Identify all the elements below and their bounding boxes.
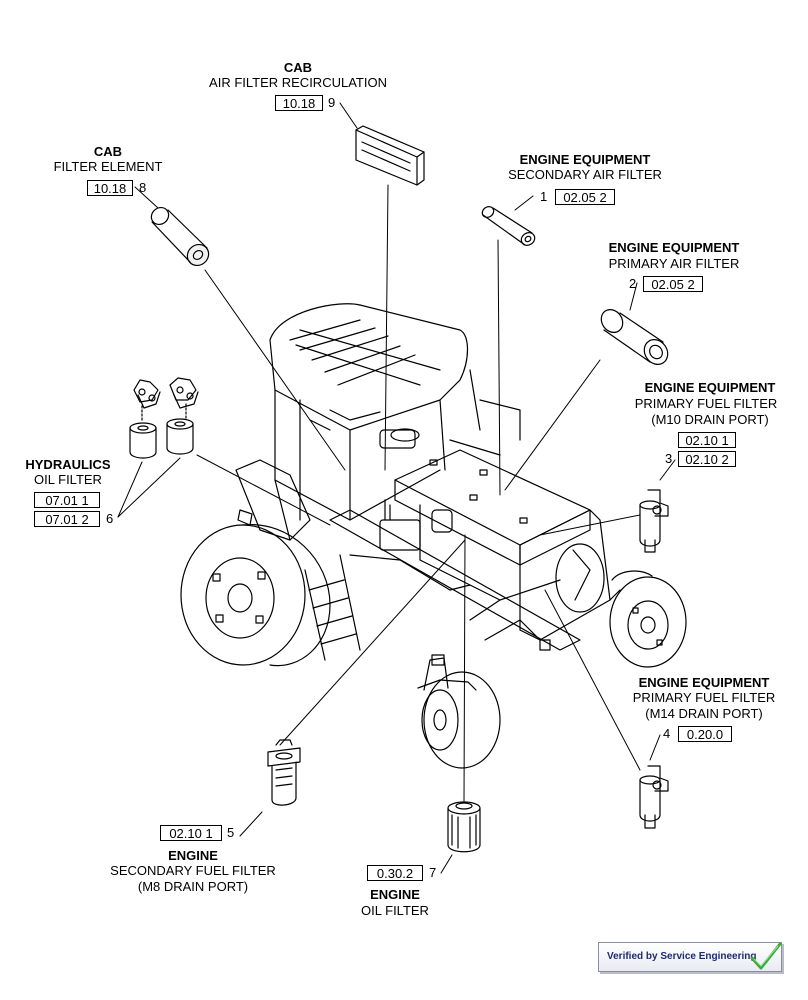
callout-4-item-number: 4 <box>663 726 671 741</box>
rear-radiator <box>519 509 621 651</box>
engine-hood <box>379 449 591 601</box>
primary-air-filter <box>600 309 669 365</box>
callout-9-item-number: 9 <box>328 95 336 110</box>
callout-7-item-number: 7 <box>429 865 437 880</box>
callout-1-reference[interactable]: 02.05 2 <box>555 189 615 205</box>
callout-7-reference[interactable]: 0.30.2 <box>367 865 423 881</box>
callout-4-title: ENGINE EQUIPMENT <box>638 675 770 690</box>
cab-ladder <box>304 554 361 661</box>
callout-5-drain-port: (M8 DRAIN PORT) <box>137 879 249 894</box>
callout-6-item-number: 6 <box>106 511 114 526</box>
callout-6-reference-2[interactable]: 07.01 2 <box>34 511 100 527</box>
right-drive-wheel <box>609 570 687 668</box>
callout-3-title: ENGINE EQUIPMENT <box>644 380 776 395</box>
callout-3-description: PRIMARY FUEL FILTER <box>634 396 778 411</box>
recirculation-air-filter <box>355 125 425 186</box>
callout-5-description: SECONDARY FUEL FILTER <box>110 863 276 878</box>
engine-oil-filter <box>447 801 481 853</box>
secondary-air-filter <box>481 206 536 246</box>
callout-6-title: HYDRAULICS <box>25 457 111 472</box>
hydraulic-oil-filters <box>129 377 199 459</box>
secondary-fuel-filter-m8 <box>267 739 301 806</box>
callout-6-reference-1[interactable]: 07.01 1 <box>34 492 100 508</box>
callout-1-item-number: 1 <box>540 189 548 204</box>
callout-3-reference-2[interactable]: 02.10 2 <box>678 451 736 467</box>
callout-7-description: OIL FILTER <box>361 903 429 918</box>
check-icon <box>750 942 782 970</box>
verified-badge: Verified by Service Engineering <box>598 942 782 972</box>
callout-8-title: CAB <box>93 144 123 159</box>
cab-filter-element <box>150 206 210 267</box>
callout-5-title: ENGINE <box>168 848 218 863</box>
cab-structure <box>269 303 521 541</box>
callout-5-item-number: 5 <box>227 825 235 840</box>
callout-4-description: PRIMARY FUEL FILTER <box>632 690 776 705</box>
callout-9-title: CAB <box>283 60 313 75</box>
callout-1-description: SECONDARY AIR FILTER <box>508 167 662 182</box>
callout-6-description: OIL FILTER <box>34 472 102 487</box>
primary-fuel-filter-m14 <box>639 765 669 829</box>
leader-lines <box>117 102 676 874</box>
callout-2-reference[interactable]: 02.05 2 <box>643 276 703 292</box>
callout-3-drain-port: (M10 DRAIN PORT) <box>651 412 769 427</box>
callout-4-reference[interactable]: 0.20.0 <box>678 726 732 742</box>
callout-9-description: AIR FILTER RECIRCULATION <box>209 75 387 90</box>
callout-2-item-number: 2 <box>629 276 637 291</box>
callout-5-reference[interactable]: 02.10 1 <box>160 825 222 841</box>
verified-badge-text: Verified by Service Engineering <box>607 951 757 962</box>
caster-wheel <box>417 654 501 769</box>
primary-fuel-filter-m10 <box>639 489 669 553</box>
callout-2-title: ENGINE EQUIPMENT <box>608 240 740 255</box>
callout-8-reference[interactable]: 10.18 <box>87 180 133 196</box>
callout-8-description: FILTER ELEMENT <box>53 159 163 174</box>
callout-8-item-number: 8 <box>139 180 147 195</box>
left-drive-wheel <box>180 524 331 667</box>
callout-3-item-number: 3 <box>665 451 673 466</box>
callout-3-reference-1[interactable]: 02.10 1 <box>678 432 736 448</box>
callout-4-drain-port: (M14 DRAIN PORT) <box>645 706 763 721</box>
callout-9-reference[interactable]: 10.18 <box>275 95 323 111</box>
callout-1-title: ENGINE EQUIPMENT <box>519 152 651 167</box>
windrower-illustration <box>180 303 687 769</box>
callout-2-description: PRIMARY AIR FILTER <box>608 256 740 271</box>
callout-7-title: ENGINE <box>370 887 420 902</box>
